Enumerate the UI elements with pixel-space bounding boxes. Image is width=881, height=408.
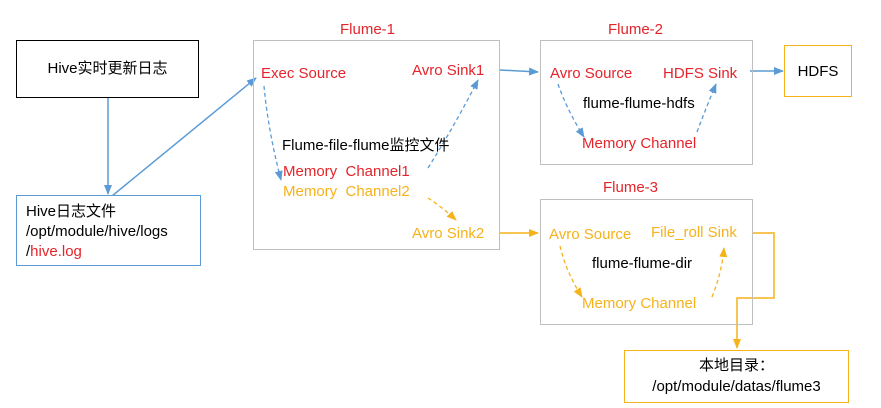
arrow-channel2-to-sink2 bbox=[427, 197, 457, 221]
arrow-sink1-to-flume2 bbox=[499, 67, 539, 76]
flume2-container bbox=[540, 40, 753, 165]
flume1-memory-channel1: Memory Channel1 bbox=[283, 163, 410, 180]
flume3-avro-source: Avro Source bbox=[549, 226, 632, 243]
hive-log-file-line3: /hive.log bbox=[26, 243, 82, 261]
flume2-avro-source: Avro Source bbox=[550, 65, 633, 82]
flume3-container bbox=[540, 199, 753, 325]
flume3-memory-channel: Memory Channel bbox=[582, 295, 697, 312]
flume2-title: Flume-2 bbox=[608, 21, 664, 38]
flume1-container bbox=[253, 40, 500, 250]
arrow-log-to-exec-source bbox=[102, 77, 257, 205]
flume2-memory-channel: Memory Channel bbox=[582, 135, 697, 152]
flume1-memory-channel2: Memory Channel2 bbox=[283, 183, 410, 200]
flume2-hdfs-sink: HDFS Sink bbox=[663, 65, 738, 82]
arrow-channel1-to-sink1 bbox=[427, 79, 479, 169]
flume1-avro-sink2: Avro Sink2 bbox=[412, 225, 485, 242]
hive-log-file-line2: /opt/module/hive/logs bbox=[26, 223, 168, 240]
hive-log-file-line1: Hive日志文件 bbox=[26, 203, 117, 220]
arrow-f2-source-to-channel bbox=[557, 83, 585, 138]
hive-log-path-slash: / bbox=[26, 243, 31, 260]
local-dir-line2: /opt/module/datas/flume3 bbox=[652, 378, 821, 395]
flume3-title: Flume-3 bbox=[603, 179, 659, 196]
arrow-file-roll-to-local-dir bbox=[733, 232, 775, 349]
hive-log-file-box: Hive日志文件 /opt/module/hive/logs /hive.log bbox=[16, 195, 201, 266]
local-dir-box: 本地目录： /opt/module/datas/flume3 bbox=[624, 350, 849, 403]
flume1-caption: Flume-file-flume监控文件 bbox=[282, 137, 450, 154]
flume1-exec-source: Exec Source bbox=[261, 65, 347, 82]
hdfs-label: HDFS bbox=[797, 63, 839, 80]
flume2-caption: flume-flume-hdfs bbox=[583, 95, 695, 112]
flume1-avro-sink1: Avro Sink1 bbox=[412, 62, 485, 79]
hive-update-label: Hive实时更新日志 bbox=[47, 60, 168, 77]
flume3-caption: flume-flume-dir bbox=[592, 255, 693, 272]
hive-log-filename: hive.log bbox=[30, 243, 82, 260]
flume3-file-roll-sink: File_roll Sink bbox=[651, 224, 737, 241]
arrow-exec-to-channel1 bbox=[263, 85, 283, 181]
hdfs-box: HDFS bbox=[784, 45, 852, 97]
arrow-f3-source-to-channel bbox=[559, 245, 583, 298]
flume1-title: Flume-1 bbox=[340, 21, 396, 38]
hive-update-box: Hive实时更新日志 bbox=[16, 40, 199, 98]
local-dir-line1: 本地目录： bbox=[698, 357, 774, 374]
